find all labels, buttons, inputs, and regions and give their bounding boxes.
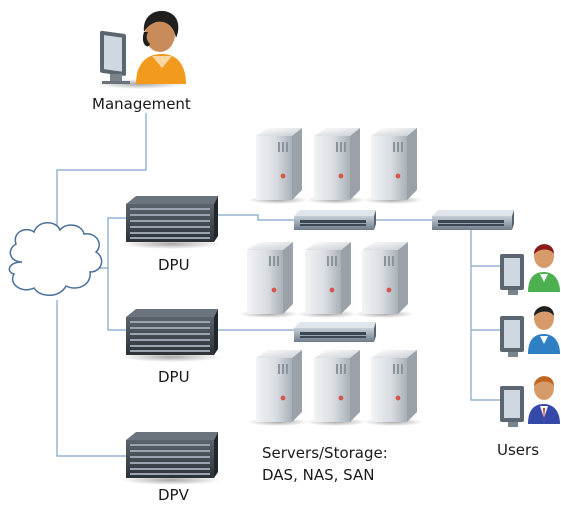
tower-server-9	[363, 350, 423, 426]
connector-lines	[56, 113, 500, 457]
tower-server-2	[306, 128, 366, 204]
tower-server-4	[239, 242, 299, 318]
network-switch-3	[294, 322, 376, 342]
tower-servers	[239, 128, 423, 426]
servers-storage-label: Servers/Storage: DAS, NAS, SAN	[262, 442, 388, 486]
tower-server-8	[306, 350, 366, 426]
line-management-to-trunk	[56, 113, 147, 238]
dpu-label-1: DPU	[158, 256, 190, 274]
servers-storage-label-line-2: DAS, NAS, SAN	[262, 466, 375, 484]
user-icon-1	[500, 244, 560, 295]
servers-storage-label-line-1: Servers/Storage:	[262, 444, 388, 462]
management-label: Management	[92, 95, 191, 113]
line-cloud-to-dpv	[56, 300, 128, 457]
tower-server-6	[354, 242, 414, 318]
management-person-icon	[96, 10, 186, 89]
rack-server-dpv	[121, 432, 221, 485]
users-label: Users	[497, 441, 540, 459]
rack-server-dpu-2	[121, 309, 221, 362]
dpu-label-2: DPU	[158, 368, 190, 386]
rack-server-dpu-1	[121, 196, 221, 249]
tower-server-3	[363, 128, 423, 204]
tower-server-7	[248, 350, 308, 426]
network-switch-2	[432, 210, 514, 230]
user-icon-2	[500, 306, 560, 357]
line-dpu-branch	[107, 217, 128, 331]
cloud-icon	[8, 222, 103, 296]
user-icon-3	[500, 376, 560, 427]
line-dpu1-to-switch1	[215, 214, 297, 221]
network-switch-1	[294, 210, 376, 230]
dpv-label: DPV	[158, 486, 189, 504]
tower-server-5	[297, 242, 357, 318]
tower-server-1	[248, 128, 308, 204]
line-switch2-to-users	[470, 228, 500, 401]
